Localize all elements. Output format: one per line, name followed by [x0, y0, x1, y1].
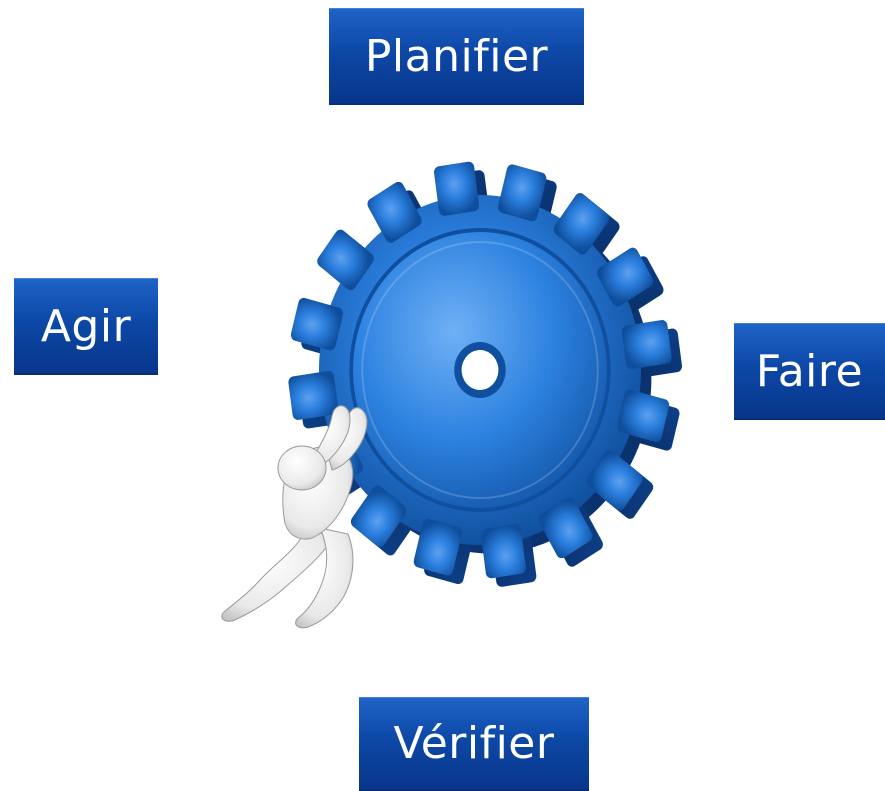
plan-label: Planifier	[364, 30, 549, 82]
do-label: Faire	[755, 345, 864, 397]
gear-illustration	[180, 150, 710, 650]
act-label-box: Agir	[14, 278, 158, 375]
pushing-figure-icon	[221, 405, 368, 629]
do-label-box: Faire	[734, 323, 885, 420]
check-label: Vérifier	[393, 718, 555, 769]
act-label: Agir	[40, 300, 132, 352]
plan-label-box: Planifier	[329, 8, 584, 105]
check-label-box: Vérifier	[359, 697, 589, 791]
gear-icon	[288, 161, 682, 587]
